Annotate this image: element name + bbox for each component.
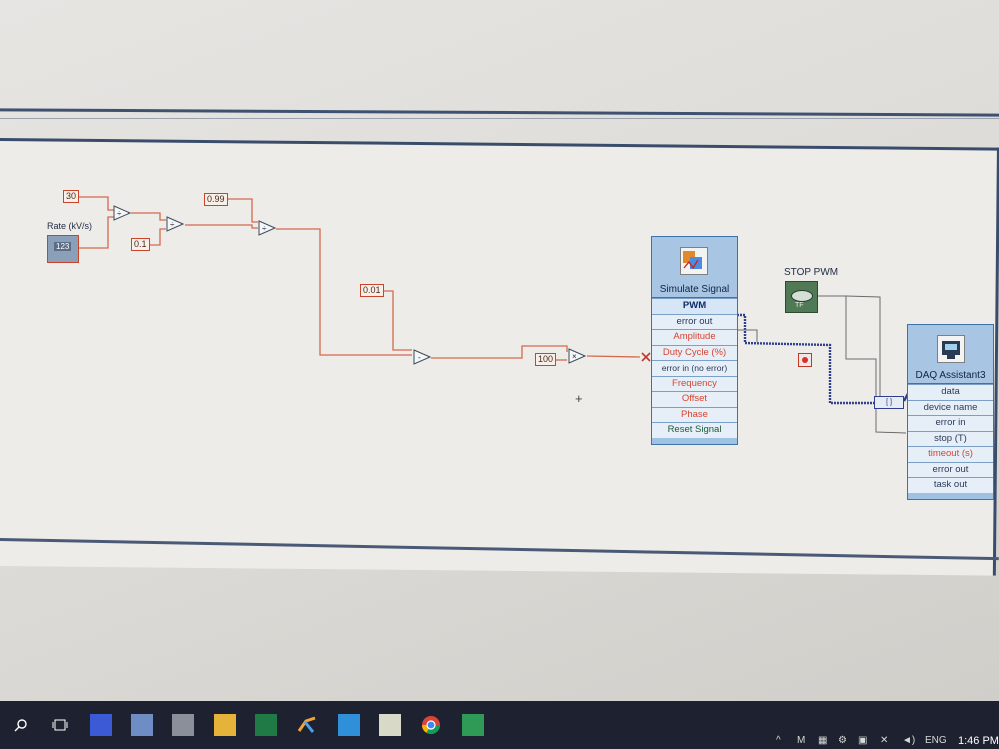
terminal-daq-error-out[interactable]: error out [908, 461, 993, 477]
build-array-node[interactable]: [ ] [874, 396, 904, 409]
terminal-frequency[interactable]: Frequency [652, 375, 737, 391]
window-edge-inner [0, 118, 999, 119]
svg-text:÷: ÷ [170, 220, 175, 229]
constant-100[interactable]: 100 [535, 353, 557, 366]
stop-button-icon[interactable] [798, 353, 812, 367]
boolean-icon [791, 290, 813, 302]
terminal-reset-signal[interactable]: Reset Signal [652, 422, 737, 438]
daq-assistant-header: DAQ Assistant3 [908, 325, 993, 384]
terminal-daq-error-in[interactable]: error in [908, 415, 993, 431]
daq-icon [937, 335, 965, 363]
constant-30[interactable]: 30 [63, 190, 80, 203]
subtract-node[interactable]: - [413, 349, 431, 365]
app-icon[interactable] [90, 714, 112, 736]
speaker-icon[interactable]: ◄) [902, 735, 916, 746]
close-tray-icon[interactable]: ✕ [880, 735, 889, 746]
rate-label: Rate (kV/s) [47, 221, 93, 231]
wire-divide3-subtract [276, 228, 412, 356]
constant-0-01[interactable]: 0.01 [360, 284, 384, 297]
broken-wire-marker [641, 352, 651, 362]
wire-subtract-multiply [431, 345, 568, 359]
boolean-indicator-text: TF [795, 302, 804, 309]
constant-0-1[interactable]: 0.1 [131, 238, 150, 251]
task-view-icon[interactable] [49, 714, 71, 736]
explorer-icon[interactable] [172, 714, 194, 736]
terminal-device-name[interactable]: device name [908, 399, 993, 415]
wire-to-duty [586, 355, 641, 358]
terminal-stop[interactable]: stop (T) [908, 430, 993, 446]
search-icon[interactable] [10, 714, 32, 736]
stop-pwm-label: STOP PWM [784, 267, 839, 278]
ni-icon[interactable] [296, 714, 318, 736]
taskbar-clock[interactable]: 1:46 PM [958, 735, 999, 747]
display-tray-icon[interactable]: ▣ [858, 735, 868, 746]
tray-icon-m[interactable]: M [797, 735, 806, 746]
simulate-signal-title: Simulate Signal [659, 284, 730, 295]
terminal-amplitude[interactable]: Amplitude [652, 329, 737, 345]
divide-node-1[interactable]: ÷ [113, 205, 131, 221]
terminal-pwm[interactable]: PWM [652, 298, 737, 314]
divide-node-3[interactable]: ÷ [258, 220, 276, 236]
rate-control-terminal[interactable]: 123 [47, 235, 79, 263]
terminal-duty-cycle[interactable]: Duty Cycle (%) [652, 344, 737, 360]
svg-text:×: × [572, 352, 577, 361]
terminal-phase[interactable]: Phase [652, 406, 737, 422]
wire-099-divide3 [226, 198, 258, 223]
simulate-signal-footer [652, 437, 737, 444]
labview-icon[interactable] [131, 714, 153, 736]
wire-error-out [737, 329, 758, 342]
folder-icon[interactable] [214, 714, 236, 736]
wire-001-subtract [383, 290, 412, 351]
numeric-icon: 123 [54, 242, 72, 251]
wire-stop-branch [845, 295, 881, 400]
terminal-error-out[interactable]: error out [652, 313, 737, 329]
excel-icon[interactable] [255, 714, 277, 736]
network-icon[interactable]: ▦ [818, 735, 828, 746]
wire-divide-divide2 [131, 212, 166, 221]
terminal-task-out[interactable]: task out [908, 477, 993, 493]
daq-icon[interactable] [462, 714, 484, 736]
waveform-icon [680, 247, 708, 275]
language-indicator[interactable]: ENG [925, 735, 947, 746]
simulator-icon[interactable] [379, 714, 401, 736]
wire-rate-divide [78, 216, 114, 249]
terminal-error-in[interactable]: error in (no error) [652, 360, 737, 376]
svg-text:÷: ÷ [262, 224, 267, 233]
terminal-timeout[interactable]: timeout (s) [908, 446, 993, 462]
chevron-up-icon[interactable]: ^ [776, 735, 781, 746]
divide-node-2[interactable]: ÷ [166, 216, 184, 232]
svg-text:-: - [418, 353, 421, 362]
terminal-data[interactable]: data [908, 384, 993, 400]
simulate-signal-header: Simulate Signal [652, 237, 737, 298]
cursor-crosshair: + [575, 391, 583, 406]
wire-pwm-build-array [737, 313, 874, 405]
multiply-node[interactable]: × [568, 348, 586, 364]
chrome-icon[interactable] [420, 714, 442, 736]
windows-taskbar: ^ M ▦ ⚙ ▣ ✕ ◄) ENG 1:46 PM [0, 701, 999, 749]
daq-assistant-vi[interactable]: DAQ Assistant3 data device name error in… [907, 324, 994, 500]
display-icon[interactable] [338, 714, 360, 736]
wire-30-divide [76, 196, 114, 211]
simulate-signal-vi[interactable]: Simulate Signal PWM error out Amplitude … [651, 236, 738, 445]
wire-stop-daq [817, 295, 907, 434]
stop-pwm-button-terminal[interactable]: TF [785, 281, 818, 313]
svg-text:÷: ÷ [117, 209, 122, 218]
daq-assistant-title: DAQ Assistant3 [915, 370, 986, 381]
settings-icon[interactable]: ⚙ [838, 735, 847, 746]
daq-assistant-footer [908, 492, 993, 499]
wire-divide2-divide3 [185, 224, 258, 229]
wire-01-divide2 [148, 228, 166, 246]
constant-0-99[interactable]: 0.99 [204, 193, 228, 206]
terminal-offset[interactable]: Offset [652, 391, 737, 407]
